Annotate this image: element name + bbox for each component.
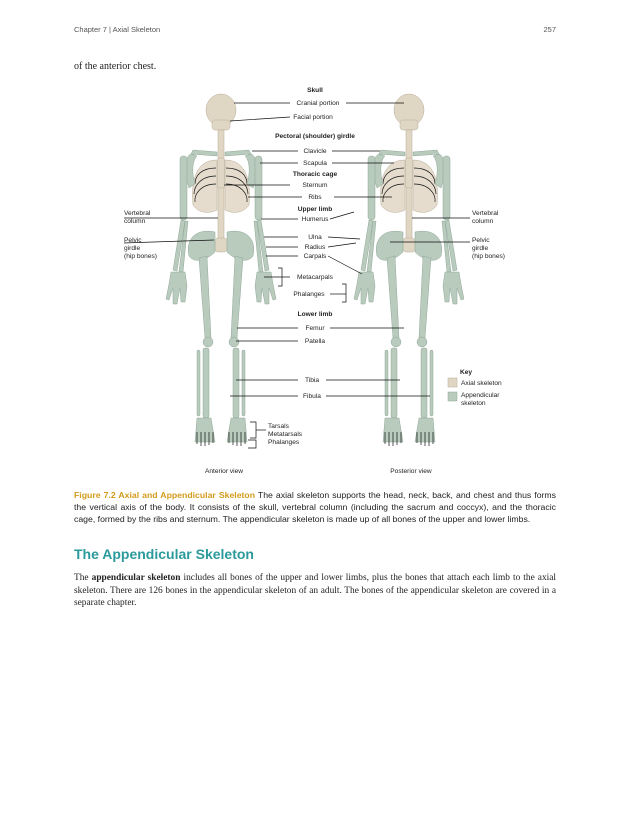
label-tibia: Tibia <box>305 377 319 384</box>
label-skull: Skull <box>307 87 323 94</box>
figure-key: Key Axial skeleton Appendicular skeleton <box>448 369 502 407</box>
figure-caption: Figure 7.2 Axial and Appendicular Skelet… <box>74 489 556 526</box>
skeleton-figure: Skull Cranial portion Facial portion Pec… <box>74 80 556 480</box>
section-paragraph: The appendicular skeleton includes all b… <box>74 572 556 610</box>
label-ribs: Ribs <box>308 194 322 201</box>
label-pelvic-left-3: (hip bones) <box>124 253 157 260</box>
label-pectoral-girdle: Pectoral (shoulder) girdle <box>275 133 355 140</box>
label-pelvic-right-3: (hip bones) <box>472 253 505 260</box>
key-appendicular-label-1: Appendicular <box>461 392 500 399</box>
key-appendicular-label-2: skeleton <box>461 400 486 407</box>
label-posterior-view: Posterior view <box>390 468 432 475</box>
running-header-chapter: Chapter 7 | Axial Skeleton <box>74 25 160 34</box>
label-scapula: Scapula <box>303 160 327 167</box>
label-metacarpals: Metacarpals <box>297 274 334 281</box>
label-vertebral-right-1: Vertebral <box>472 210 499 217</box>
label-sternum: Sternum <box>303 182 328 189</box>
label-phalanges-hand: Phalanges <box>293 291 325 298</box>
label-fibula: Fibula <box>303 393 321 400</box>
label-carpals: Carpals <box>304 253 327 260</box>
paragraph-pre: The <box>74 573 92 583</box>
label-pelvic-right-1: Pelvic <box>472 237 490 244</box>
label-vertebral-left-2: column <box>124 218 146 225</box>
anterior-skeleton <box>166 94 276 446</box>
label-lower-limb: Lower limb <box>298 311 333 318</box>
label-humerus: Humerus <box>302 216 329 223</box>
label-upper-limb: Upper limb <box>298 206 332 213</box>
label-vertebral-left-1: Vertebral <box>124 210 151 217</box>
label-vertebral-right-2: column <box>472 218 494 225</box>
page-number: 257 <box>543 25 556 34</box>
label-patella: Patella <box>305 338 325 345</box>
label-anterior-view: Anterior view <box>205 468 243 475</box>
label-femur: Femur <box>305 325 325 332</box>
lead-text: of the anterior chest. <box>74 61 156 72</box>
label-ulna: Ulna <box>308 234 322 241</box>
label-metatarsals: Metatarsals <box>268 431 303 438</box>
label-clavicle: Clavicle <box>303 148 326 155</box>
key-axial-swatch <box>448 378 457 387</box>
label-cranial-portion: Cranial portion <box>297 100 340 107</box>
label-radius: Radius <box>305 244 326 251</box>
label-facial-portion: Facial portion <box>293 114 333 121</box>
key-appendicular-swatch <box>448 392 457 401</box>
figure-number: Figure 7.2 Axial and Appendicular Skelet… <box>74 490 255 500</box>
posterior-skeleton <box>354 94 464 446</box>
key-term: appendicular skeleton <box>92 573 181 583</box>
section-title: The Appendicular Skeleton <box>74 546 254 562</box>
label-tarsals: Tarsals <box>268 423 290 430</box>
skeleton-diagram: Skull Cranial portion Facial portion Pec… <box>74 80 556 480</box>
label-thoracic-cage: Thoracic cage <box>293 171 338 178</box>
key-title: Key <box>460 369 472 376</box>
label-pelvic-left-1: Pelvic <box>124 237 142 244</box>
label-pelvic-right-2: girdle <box>472 245 488 252</box>
key-axial-label: Axial skeleton <box>461 380 502 387</box>
label-phalanges-foot: Phalanges <box>268 439 300 446</box>
label-pelvic-left-2: girdle <box>124 245 140 252</box>
